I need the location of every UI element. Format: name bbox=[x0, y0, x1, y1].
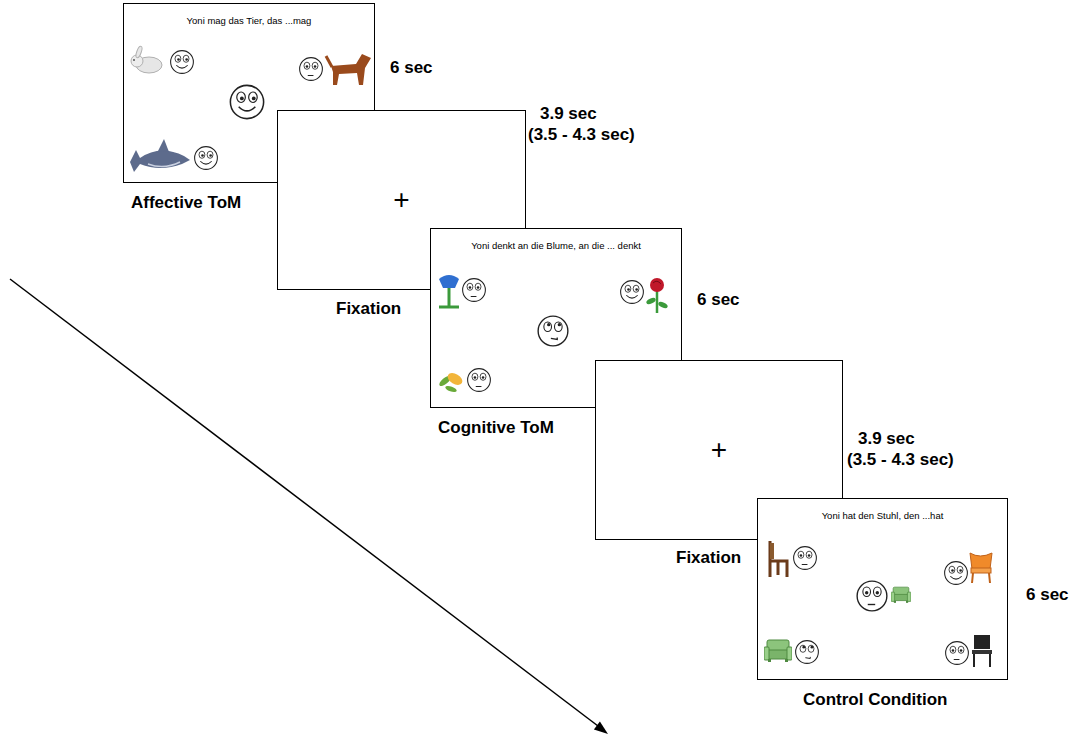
timing-label: (3.5 - 4.3 sec) bbox=[847, 450, 954, 469]
face-icon bbox=[796, 641, 819, 664]
flower-leaf bbox=[445, 385, 458, 394]
chair-frame bbox=[770, 541, 787, 577]
fixation-cross: + bbox=[393, 186, 409, 214]
orange-chair-icon bbox=[970, 553, 992, 583]
rose-icon bbox=[645, 278, 668, 313]
face-icon bbox=[300, 58, 323, 81]
rose-stem bbox=[656, 291, 659, 313]
flower-ground bbox=[439, 306, 459, 309]
face-icon bbox=[857, 581, 887, 611]
chair-legs bbox=[974, 654, 990, 667]
blue-flower-icon bbox=[439, 275, 459, 307]
sentence-prompt: Yoni hat den Stuhl, den ...hat bbox=[822, 510, 944, 521]
face-icon bbox=[794, 547, 817, 570]
face-icon bbox=[946, 642, 969, 665]
timing-label-holder: (3.5 - 4.3 sec) bbox=[528, 124, 635, 145]
timing-label: 3.9 sec bbox=[540, 104, 597, 123]
flower-stem bbox=[448, 287, 451, 307]
screen-text-holder: Yoni denkt an die Blume, an die ... denk… bbox=[431, 235, 681, 253]
caption-holder: Control Condition bbox=[803, 690, 947, 710]
rose-leaf bbox=[657, 301, 668, 310]
sentence-prompt: Yoni denkt an die Blume, an die ... denk… bbox=[471, 240, 641, 251]
caption-holder: Affective ToM bbox=[131, 193, 241, 213]
chair-seat bbox=[971, 568, 991, 573]
caption-holder: Fixation bbox=[336, 299, 401, 319]
caption-holder: Cognitive ToM bbox=[438, 418, 554, 438]
caption-holder: Fixation bbox=[676, 548, 741, 568]
timing-label-holder: 3.9 sec bbox=[858, 428, 915, 449]
condition-caption: Affective ToM bbox=[131, 193, 241, 212]
condition-caption: Control Condition bbox=[803, 690, 947, 709]
face-icon bbox=[230, 85, 263, 118]
condition-caption: Cognitive ToM bbox=[438, 418, 554, 437]
timing-label-holder: (3.5 - 4.3 sec) bbox=[847, 449, 954, 470]
yellow-flower-icon bbox=[438, 371, 465, 394]
sentence-prompt: Yoni mag das Tier, das ...mag bbox=[187, 15, 312, 26]
control-illustration bbox=[758, 499, 1009, 681]
timing-label: (3.5 - 4.3 sec) bbox=[528, 125, 635, 144]
chair-back bbox=[974, 635, 990, 649]
timing-label-holder: 3.9 sec bbox=[540, 103, 597, 124]
chair-back bbox=[770, 543, 774, 559]
shark-belly bbox=[148, 162, 180, 167]
flower-petals bbox=[439, 275, 459, 288]
dog-icon bbox=[326, 54, 371, 85]
face-icon bbox=[463, 279, 486, 302]
rabbit-icon bbox=[131, 46, 162, 73]
shark-body bbox=[130, 150, 190, 172]
chair-back bbox=[970, 553, 992, 569]
flower-petals bbox=[446, 371, 465, 388]
armchair-icon bbox=[764, 640, 792, 662]
face-icon bbox=[171, 51, 194, 74]
face-icon bbox=[195, 147, 218, 170]
rose-leaf bbox=[645, 297, 656, 306]
chair-seat bbox=[972, 650, 992, 654]
brown-chair-icon bbox=[770, 541, 787, 577]
dog-tail bbox=[326, 56, 332, 67]
condition-caption: Fixation bbox=[336, 299, 401, 318]
screen-text-holder: Yoni hat den Stuhl, den ...hat bbox=[758, 505, 1007, 523]
black-chair-icon bbox=[972, 635, 992, 667]
rabbit-eye bbox=[133, 59, 135, 61]
timing-label: 6 sec bbox=[697, 290, 740, 309]
fixation-cross: + bbox=[711, 436, 727, 464]
chair-legs bbox=[972, 573, 990, 583]
timing-label-holder: 6 sec bbox=[390, 57, 433, 78]
rose-petal bbox=[653, 281, 661, 284]
face-icon bbox=[538, 316, 568, 346]
condition-caption: Fixation bbox=[676, 548, 741, 567]
screen-text-holder: Yoni mag das Tier, das ...mag bbox=[124, 10, 374, 28]
stimulus-screen: Yoni hat den Stuhl, den ...hatControl Co… bbox=[757, 498, 1008, 680]
face-icon bbox=[621, 281, 644, 304]
time-arrowhead bbox=[594, 722, 608, 735]
timing-label: 6 sec bbox=[390, 58, 433, 77]
rabbit-ear bbox=[135, 46, 143, 59]
armchair-icon bbox=[891, 587, 911, 603]
face-icon bbox=[945, 562, 968, 585]
timing-label-holder: 6 sec bbox=[697, 289, 740, 310]
timing-label: 3.9 sec bbox=[858, 429, 915, 448]
timing-label: 6 sec bbox=[1026, 585, 1069, 604]
timing-label-holder: 6 sec bbox=[1026, 584, 1069, 605]
shark-icon bbox=[130, 139, 190, 172]
dog-body bbox=[331, 54, 371, 85]
rose-head bbox=[650, 278, 664, 292]
shark-fin bbox=[158, 139, 169, 152]
face-icon bbox=[468, 369, 491, 392]
